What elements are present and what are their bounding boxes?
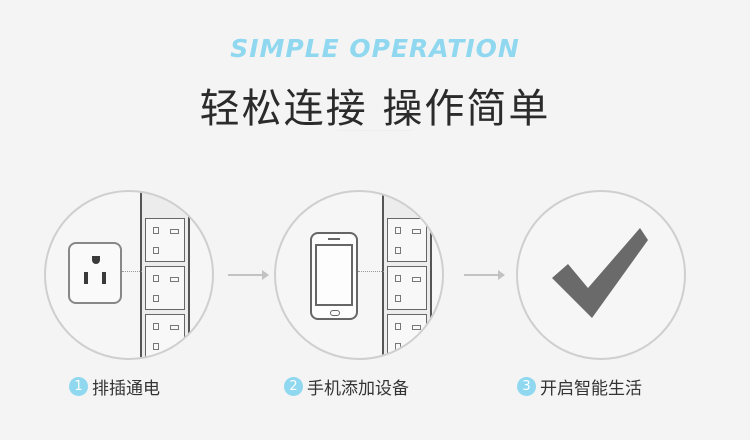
step-3-caption: 3 开启智能生活 [517,374,642,399]
step-2-caption: 2 手机添加设备 [284,374,409,399]
arrow-right-icon [464,270,505,280]
step-number-badge: 3 [517,377,536,396]
fine-print-decoration: ········································… [336,128,414,132]
header-eyebrow: SIMPLE OPERATION [230,34,520,63]
smartphone-icon [310,232,358,320]
step-label: 开启智能生活 [540,379,642,399]
step-3-illustration [516,190,686,360]
step-1-illustration [44,190,214,360]
step-label: 排插通电 [92,379,160,399]
power-strip [382,192,432,358]
step-label: 手机添加设备 [307,379,409,399]
wall-socket-icon [68,242,122,304]
page-title: 轻松连接 操作简单 [199,86,551,132]
step-1-caption: 1 排插通电 [69,374,160,399]
step-number-badge: 1 [69,377,88,396]
power-strip [140,192,190,358]
step-2-illustration [274,190,444,360]
step-number-badge: 2 [284,377,303,396]
checkmark-icon [552,228,648,318]
arrow-right-icon [228,270,269,280]
